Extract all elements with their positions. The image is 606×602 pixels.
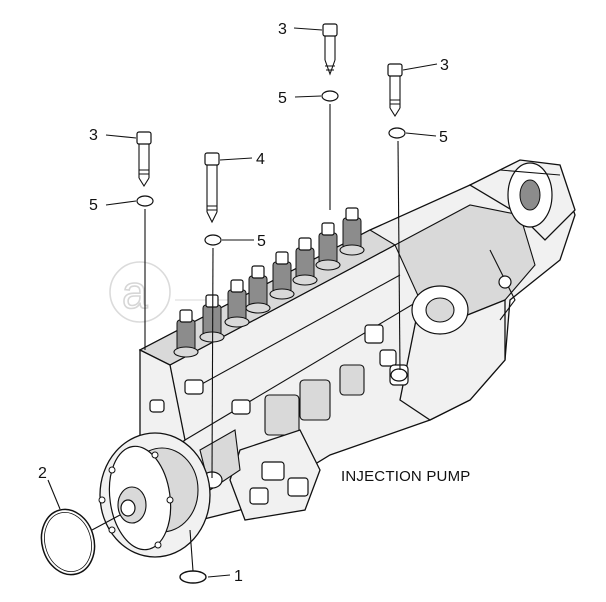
- bolt-top-right: [387, 63, 403, 118]
- leader-line: [91, 514, 121, 531]
- bolt-left: [136, 131, 152, 188]
- callout-washer-top-right: 5: [439, 129, 448, 146]
- delivery-valve-holder: [292, 237, 318, 286]
- callout-o-ring-small: 1: [234, 568, 243, 585]
- washer-top-right: [388, 127, 406, 139]
- callout-bolt-long: 4: [256, 151, 265, 168]
- delivery-valve-holder: [199, 294, 225, 343]
- o-ring-large: [40, 508, 96, 576]
- delivery-valve-holder: [224, 279, 250, 328]
- callout-washer-top-center: 5: [278, 90, 287, 107]
- callout-bolt-left: 3: [89, 127, 98, 144]
- leader-line: [211, 247, 214, 479]
- callout-washer-left: 5: [89, 197, 98, 214]
- diagram-caption: INJECTION PUMP: [341, 468, 470, 485]
- bolt-long: [204, 152, 220, 224]
- washer-left: [136, 195, 154, 207]
- callout-bolt-top-right: 3: [440, 57, 449, 74]
- callout-o-ring-large: 2: [38, 465, 47, 482]
- washer-long: [204, 234, 222, 246]
- delivery-valve-holder: [173, 309, 199, 358]
- leader-line: [189, 529, 194, 572]
- leader-line: [397, 140, 401, 371]
- bolt-top-center: [322, 23, 338, 76]
- o-ring-small: [179, 570, 207, 584]
- drive-flange: [98, 432, 211, 558]
- callout-bolt-top-center: 3: [278, 21, 287, 38]
- delivery-valve-holder: [315, 222, 341, 271]
- watermark-glyph: a: [122, 266, 148, 318]
- callout-leaders: [47, 27, 438, 578]
- delivery-valve-holder: [339, 207, 365, 256]
- washer-top-center: [321, 90, 339, 102]
- delivery-valve-holder: [269, 251, 295, 300]
- delivery-valve-holder: [245, 265, 271, 314]
- delivery-valve-holders: [173, 207, 365, 358]
- callout-washer-long: 5: [257, 233, 266, 250]
